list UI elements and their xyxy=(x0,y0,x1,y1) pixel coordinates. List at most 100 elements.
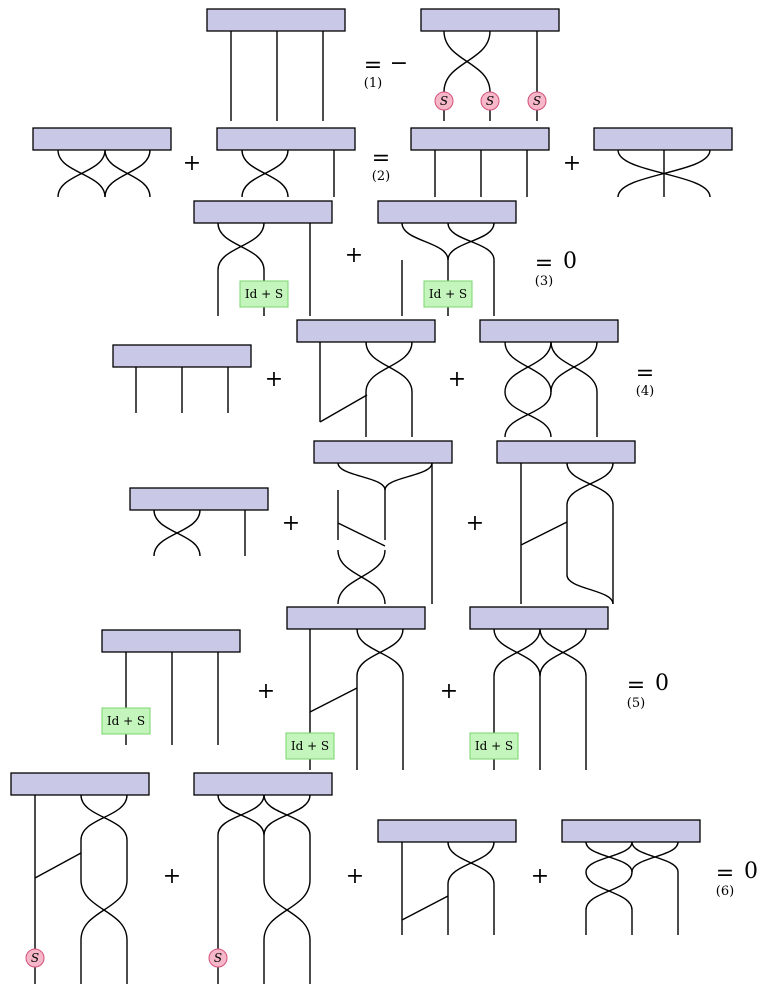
zero-symbol: 0 xyxy=(744,859,758,884)
strand xyxy=(566,462,614,506)
equation-relation-5: =(5) 0 xyxy=(627,671,669,711)
plus-sign: + xyxy=(345,243,363,268)
s-antipode-node: S xyxy=(480,91,500,111)
coproduct-box xyxy=(193,200,333,224)
strand xyxy=(365,341,413,393)
coproduct-box xyxy=(129,487,269,511)
strand xyxy=(504,341,552,393)
id-plus-s-label: Id + S xyxy=(475,739,513,753)
equals-sign: = xyxy=(636,361,654,386)
coproduct-box xyxy=(10,772,150,796)
coproduct-box xyxy=(496,440,636,464)
plus-sign: + xyxy=(346,864,364,889)
strand xyxy=(539,628,587,677)
id-plus-s-rect xyxy=(285,732,335,760)
equation-label: (3) xyxy=(535,274,553,289)
equals-sign: = xyxy=(364,53,382,78)
s-label: S xyxy=(486,94,494,108)
strand xyxy=(447,222,495,261)
strand xyxy=(217,222,265,271)
plus-sign: + xyxy=(265,367,283,392)
strands-layer xyxy=(34,30,711,984)
equation-relation-2: =(2) xyxy=(372,146,390,184)
id-plus-s-rect xyxy=(239,280,289,308)
equation-label: (1) xyxy=(364,76,382,91)
plus-sign: + xyxy=(163,864,181,889)
strand xyxy=(585,871,633,911)
strand xyxy=(153,509,201,557)
s-bubble-circle xyxy=(434,91,454,111)
zero-symbol: 0 xyxy=(563,249,577,274)
id-plus-s-label: Id + S xyxy=(107,714,145,728)
plus-sign: + xyxy=(183,151,201,176)
strand xyxy=(34,852,82,879)
strand xyxy=(401,895,449,921)
id-plus-s-box: Id + S xyxy=(423,280,473,308)
strand xyxy=(631,841,679,873)
s-antipode-node: S xyxy=(434,91,454,111)
id-plus-s-rect xyxy=(423,280,473,308)
boxes-layer xyxy=(10,8,733,843)
strand xyxy=(384,462,433,491)
strand xyxy=(217,794,265,836)
id-plus-s-rect xyxy=(101,707,151,735)
plus-sign: + xyxy=(448,367,466,392)
equation-relation-1: =(1)− xyxy=(364,51,408,91)
strand xyxy=(401,222,449,261)
minus-sign: − xyxy=(390,51,408,76)
coproduct-box xyxy=(561,819,701,843)
coproduct-box xyxy=(296,319,436,343)
equals-sign: = xyxy=(535,251,553,276)
id-plus-s-box: Id + S xyxy=(239,280,289,308)
s-label: S xyxy=(533,94,541,108)
strand xyxy=(447,841,495,885)
strand xyxy=(263,794,311,836)
coproduct-box xyxy=(469,606,609,630)
strand xyxy=(550,341,598,393)
coproduct-box xyxy=(377,819,517,843)
s-bubble-circle xyxy=(480,91,500,111)
strand xyxy=(263,879,311,941)
coproduct-box xyxy=(479,319,619,343)
coproduct-box xyxy=(216,127,356,151)
strand xyxy=(241,149,289,198)
equation-label: (4) xyxy=(636,384,654,399)
plus-sign: + xyxy=(531,864,549,889)
equals-sign: = xyxy=(627,673,645,698)
s-antipode-node: S xyxy=(25,948,45,968)
id-plus-s-box: Id + S xyxy=(285,732,335,760)
strand xyxy=(80,794,128,841)
coproduct-box xyxy=(313,440,453,464)
s-bubble-circle xyxy=(25,948,45,968)
plus-sign: + xyxy=(257,679,275,704)
zero-symbol: 0 xyxy=(655,671,669,696)
strand xyxy=(337,462,386,491)
strand xyxy=(104,149,151,198)
coproduct-box xyxy=(112,344,252,368)
coproduct-box xyxy=(410,127,550,151)
coproduct-box xyxy=(193,772,333,796)
s-label: S xyxy=(214,951,222,965)
strand xyxy=(337,549,386,605)
strand xyxy=(566,574,614,605)
strand xyxy=(337,522,386,547)
strand xyxy=(520,521,568,546)
s-bubble-circle xyxy=(208,948,228,968)
s-antipode-node: S xyxy=(208,948,228,968)
id-plus-s-box: Id + S xyxy=(101,707,151,735)
strand xyxy=(309,687,358,713)
strand xyxy=(493,628,541,677)
equals-sign: = xyxy=(716,861,734,886)
equation-label: (2) xyxy=(372,169,390,184)
strand xyxy=(319,394,368,423)
s-antipode-node: S xyxy=(527,91,547,111)
strand xyxy=(356,628,404,677)
equation-relation-3: =(3) 0 xyxy=(535,249,577,289)
coproduct-box xyxy=(101,629,241,653)
equation-label: (5) xyxy=(627,696,645,711)
s-label: S xyxy=(31,951,39,965)
id-plus-s-box: Id + S xyxy=(469,732,519,760)
strand xyxy=(585,841,633,873)
